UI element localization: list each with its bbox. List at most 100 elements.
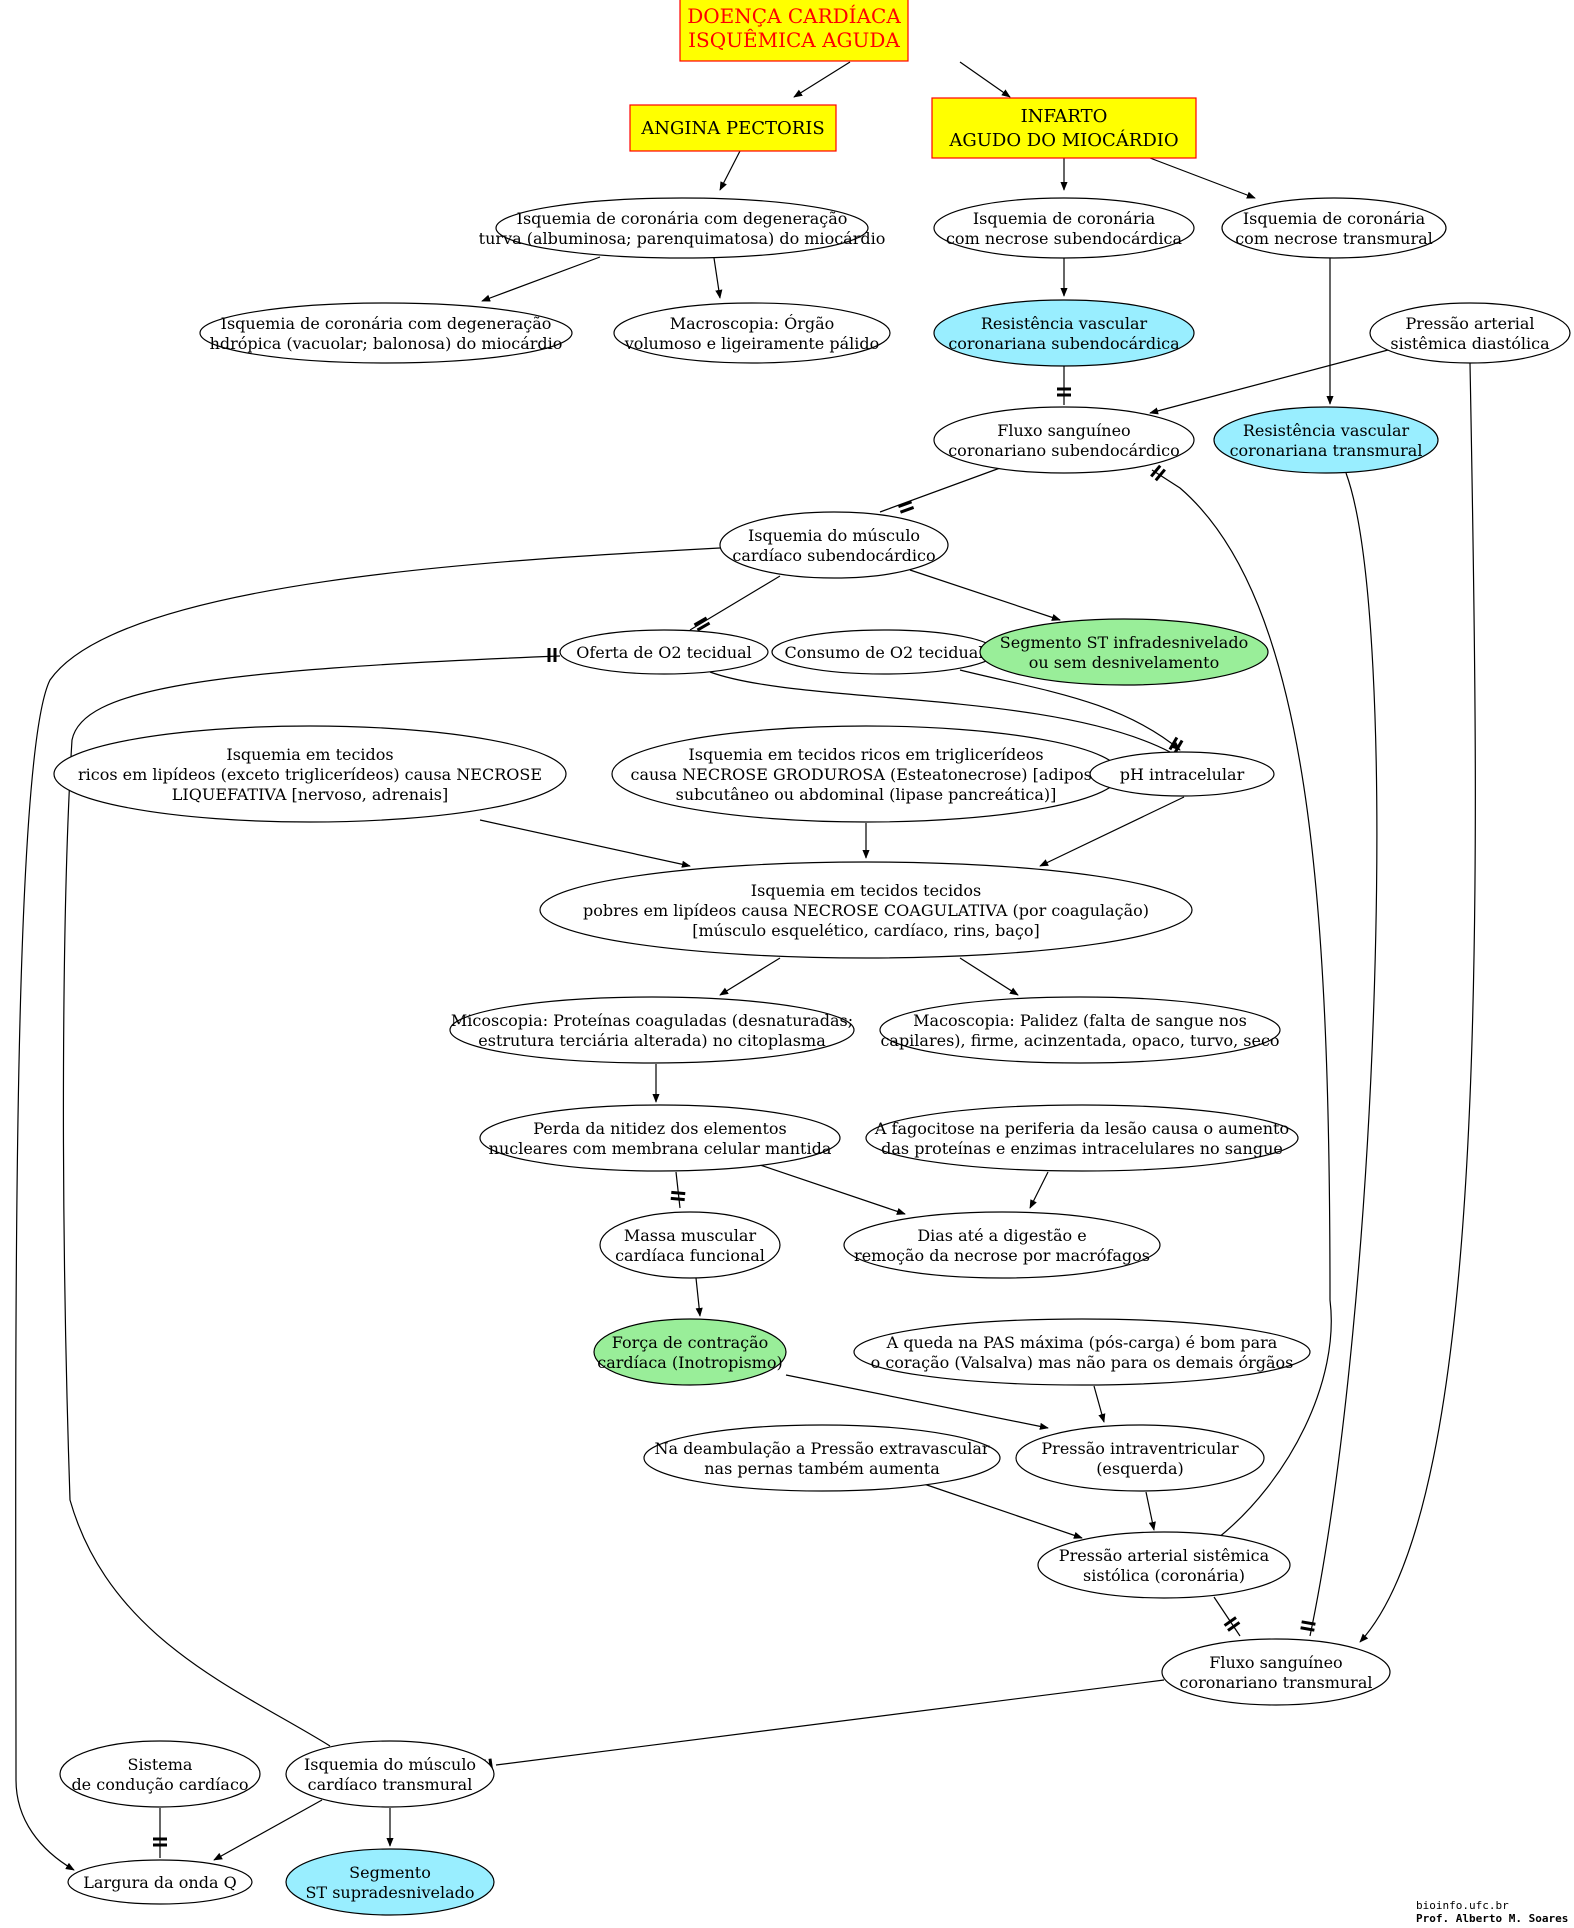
node-label: coronariana transmural (1230, 441, 1423, 460)
node-shape (53, 725, 567, 823)
node-necrose-gordurosa: Isquemia em tecidos ricos em trigliceríd… (611, 725, 1121, 823)
edge-angina-isq-turva (719, 150, 741, 191)
node-label: Resistência vascular (981, 314, 1148, 333)
node-label: subcutâneo ou abdominal (lipase pancreát… (676, 785, 1057, 804)
node-shape (593, 1318, 787, 1386)
node-label: cardíaca (Inotropismo) (597, 1353, 782, 1372)
edge-diastolica-fluxo-trans (1359, 362, 1476, 1643)
node-label: Resistência vascular (1243, 421, 1410, 440)
inhibition-marker (897, 500, 915, 514)
node-shape (1221, 197, 1447, 259)
edge-diastolica-fluxo-subendo (1149, 349, 1389, 415)
node-shape (495, 197, 869, 259)
node-label: LIQUEFATIVA [nervoso, adrenais] (172, 785, 448, 804)
node-label: (esquerda) (1096, 1459, 1184, 1478)
node-shape (853, 1318, 1311, 1386)
node-label: Isquemia em tecidos tecidos (751, 881, 981, 900)
node-shape (285, 1740, 495, 1808)
node-macroscopia-palidez: Macoscopia: Palidez (falta de sangue nos… (879, 996, 1281, 1064)
node-label: Dias até a digestão e (917, 1226, 1086, 1245)
edge-isq-oferta (689, 575, 781, 631)
node-label: Perda da nitidez dos elementos (533, 1119, 787, 1138)
node-fagocitose: A fagocitose na periferia da lesão causa… (865, 1104, 1299, 1172)
edge-isq-st-infra (909, 569, 1061, 621)
node-angina: ANGINA PECTORIS (629, 104, 837, 152)
node-label: [músculo esquelético, cardíaco, rins, ba… (692, 921, 1040, 940)
edge-ph-coagulativa (1039, 796, 1185, 867)
node-label: Fluxo sanguíneo (997, 421, 1130, 440)
node-shape (613, 302, 891, 364)
node-label: capilares), firme, acinzentada, opaco, t… (880, 1031, 1279, 1050)
node-label: Isquemia de coronária com degeneração (517, 209, 848, 228)
node-shape (285, 1848, 495, 1916)
edge-consumo-ph (959, 669, 1181, 751)
inhibition-marker (547, 648, 557, 662)
node-label: ISQUÊMICA AGUDA (688, 28, 900, 52)
node-oferta-o2: Oferta de O2 tecidual (559, 629, 769, 675)
edge-turva-macroscopia (713, 257, 723, 299)
node-shape (59, 1740, 261, 1808)
node-label: coronariana subendocárdica (948, 334, 1180, 353)
node-shape (843, 1211, 1161, 1279)
edge-deamb-sistolica (923, 1483, 1083, 1539)
node-label: com necrose transmural (1235, 229, 1433, 248)
node-label: Pressão intraventricular (1041, 1439, 1239, 1458)
node-shape (67, 1859, 253, 1905)
edge-coag-micro (719, 957, 781, 996)
node-label: coronariano transmural (1180, 1673, 1373, 1692)
node-shape (599, 1211, 781, 1279)
node-pressao-intraventricular: Pressão intraventricular(esquerda) (1015, 1424, 1265, 1492)
node-shape (1161, 1638, 1391, 1706)
inhibition-marker (153, 1837, 167, 1847)
node-shape (449, 996, 855, 1064)
node-deambulacao: Na deambulação a Pressão extravascularna… (643, 1424, 1001, 1492)
node-shape (199, 302, 573, 364)
node-shape (931, 97, 1197, 159)
node-label: cardíaco transmural (308, 1775, 473, 1794)
node-shape (879, 996, 1281, 1064)
node-label: remoção da necrose por macrófagos (854, 1246, 1150, 1265)
node-label: cardíaco subendocárdico (732, 546, 935, 565)
node-label: Macroscopia: Órgão (670, 313, 835, 333)
node-label: nas pernas também aumenta (704, 1459, 940, 1478)
edge-isq-trans-oferta (62, 655, 561, 1747)
node-shape (629, 104, 837, 152)
node-shape (1015, 1424, 1265, 1492)
edge-turva-hidropica (481, 256, 601, 302)
node-label: A queda na PAS máxima (pós-carga) é bom … (886, 1333, 1278, 1352)
edge-sistolica-fluxo-subendo (1151, 469, 1332, 1539)
node-label: ou sem desnivelamento (1029, 653, 1219, 672)
node-shape (679, 0, 909, 62)
node-shape (719, 511, 949, 579)
edge-fagocitose-dias (1029, 1171, 1049, 1209)
node-shape (933, 299, 1195, 367)
node-label: turva (albuminosa; parenquimatosa) do mi… (479, 229, 886, 248)
node-label: volumoso e ligeiramente pálido (624, 334, 879, 353)
node-label: Isquemia de coronária (973, 209, 1156, 228)
node-shape (539, 861, 1193, 959)
edge-fluxo-trans-isq-trans (495, 1679, 1165, 1766)
node-shape (1213, 406, 1439, 474)
inhibition-marker (1150, 464, 1166, 482)
inhibition-marker (1300, 1620, 1316, 1632)
node-shape (1369, 302, 1571, 364)
node-shape (865, 1104, 1299, 1172)
edge-resist-trans-fluxo-trans (1309, 472, 1378, 1637)
node-shape (479, 1104, 841, 1172)
node-queda-pas: A queda na PAS máxima (pós-carga) é bom … (853, 1318, 1311, 1386)
edge-intra-sistolica (1145, 1491, 1156, 1531)
node-perda-nitidez: Perda da nitidez dos elementosnucleares … (479, 1104, 841, 1172)
